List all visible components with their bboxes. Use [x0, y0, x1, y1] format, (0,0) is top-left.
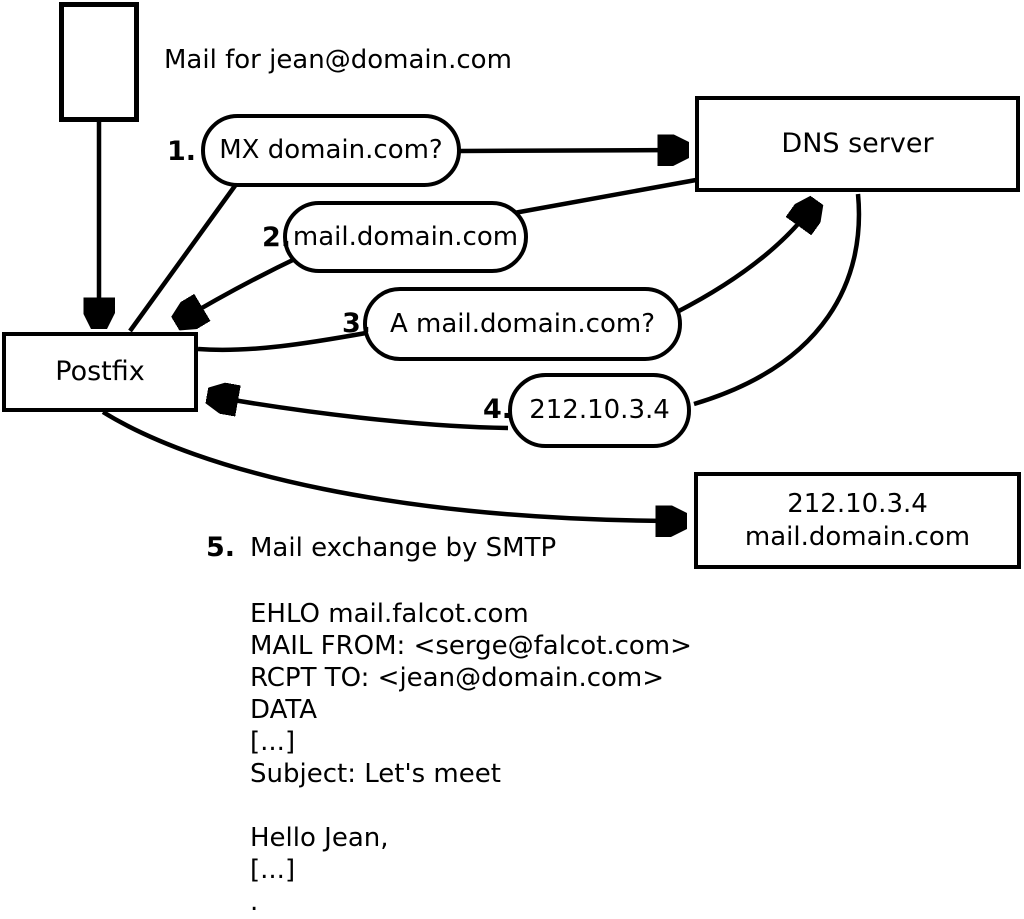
arrow-query-a-head [675, 203, 815, 314]
step-number-5: 5. [206, 532, 236, 563]
arrow-query-mx-head [459, 150, 686, 151]
query-mx-label: MX domain.com? [219, 135, 443, 166]
smtp-line-mailfrom: MAIL FROM: <serge@falcot.com> [250, 631, 692, 661]
mail-for-note: Mail for jean@domain.com [164, 45, 512, 75]
arrow-query-a-tail [197, 330, 367, 353]
answer-mx-pill: mail.domain.com [283, 201, 528, 273]
mailserver-host-label: mail.domain.com [744, 521, 971, 552]
smtp-line-rcptto: RCPT TO: <jean@domain.com> [250, 663, 665, 693]
answer-mx-label: mail.domain.com [292, 221, 519, 252]
arrow-reply-mx-tail [513, 177, 697, 216]
arrow-reply-a-head [210, 396, 509, 431]
postfix-label: Postfix [55, 356, 145, 388]
dns-server-label: DNS server [781, 128, 934, 160]
step-number-1: 1. [167, 136, 197, 167]
step-number-3: 3. [342, 308, 372, 339]
smtp-line-end-dot: . [250, 887, 259, 917]
mailserver-ip-label: 212.10.3.4 [787, 489, 928, 519]
arrow-smtp-exchange [101, 410, 684, 521]
smtp-line-data: DATA [250, 695, 317, 725]
smtp-line-subject: Subject: Let's meet [250, 759, 501, 789]
query-a-label: A mail.domain.com? [390, 308, 655, 339]
query-mx-pill: MX domain.com? [201, 114, 461, 187]
dns-server-node: DNS server [695, 96, 1020, 192]
smtp-line-blank [250, 790, 692, 822]
smtp-line-ellipsis-2: [...] [250, 855, 296, 885]
smtp-line-hello: Hello Jean, [250, 823, 389, 853]
smtp-line-ehlo: EHLO mail.falcot.com [250, 599, 529, 629]
step-number-4: 4. [483, 394, 513, 425]
arrow-reply-a-tail [693, 193, 862, 407]
arrow-reply-mx-head [178, 254, 300, 322]
smtp-exchange-label: Mail exchange by SMTP [250, 533, 557, 563]
answer-a-pill: 212.10.3.4 [508, 373, 691, 448]
smtp-line-ellipsis-1: [...] [250, 727, 296, 757]
destination-mailserver-node: 212.10.3.4 mail.domain.com [694, 472, 1021, 569]
postfix-node: Postfix [2, 332, 198, 412]
mail-message-node [59, 2, 139, 122]
answer-a-label: 212.10.3.4 [529, 395, 670, 426]
query-a-pill: A mail.domain.com? [363, 287, 682, 361]
step-number-2: 2. [262, 222, 292, 253]
smtp-session-transcript: EHLO mail.falcot.com MAIL FROM: <serge@f… [250, 598, 692, 918]
arrow-query-mx-tail [128, 181, 239, 333]
